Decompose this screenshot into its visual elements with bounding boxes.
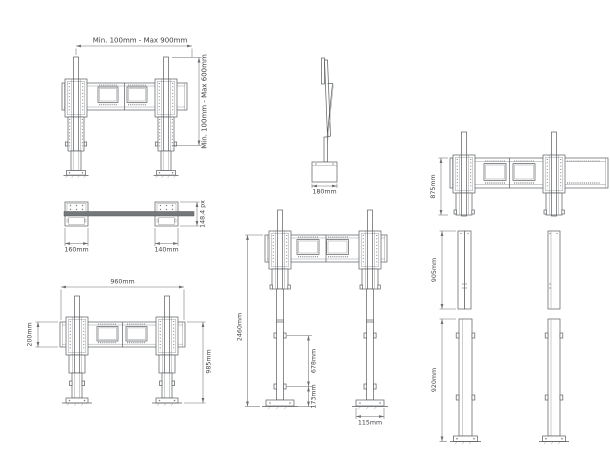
view-plan: 160mm 140mm 148.4 px xyxy=(63,200,207,254)
dim-label-foot-right: 140mm xyxy=(154,247,178,254)
view-front-stand: 960mm xyxy=(27,279,213,406)
view-columns-upper: 905mm xyxy=(431,230,561,310)
dim-label-vesa-width: Min. 100mm - Max 900mm xyxy=(93,37,188,45)
dim-label-stand-width: 960mm xyxy=(110,279,134,286)
dim-label-foot-left: 160mm xyxy=(64,247,88,254)
dim-label-stand-height: 985mm xyxy=(206,349,213,373)
view-columns-lower: 920mm xyxy=(431,318,569,445)
dim-label-plate-height: 200mm xyxy=(27,322,34,346)
dim-label-pole-segment: 678mm xyxy=(311,349,318,373)
dim-label-foot-width: 115mm xyxy=(358,420,382,427)
dim-label-column-upper: 905mm xyxy=(431,258,438,282)
view-front-fixed: 875mm xyxy=(430,131,609,217)
dim-label-mount-height: 875mm xyxy=(430,174,437,198)
dim-label-vesa-height: Min. 100mm - Max 600mm xyxy=(201,54,209,149)
dim-label-column-lower: 920mm xyxy=(431,368,438,392)
dim-label-lower-segment: 173mm xyxy=(311,384,318,408)
view-side: 180mm xyxy=(311,57,338,196)
view-front-adjustable: Min. 100mm - Max 900mm Min. 100mm - Max … xyxy=(61,37,209,179)
view-front-tall: 2460mm 678mm 173mm 115mm xyxy=(237,209,388,427)
dim-label-tall-height: 2460mm xyxy=(237,313,244,341)
dim-label-plan-depth: 148.4 px xyxy=(200,200,207,228)
dim-label-base-depth: 180mm xyxy=(312,189,336,196)
